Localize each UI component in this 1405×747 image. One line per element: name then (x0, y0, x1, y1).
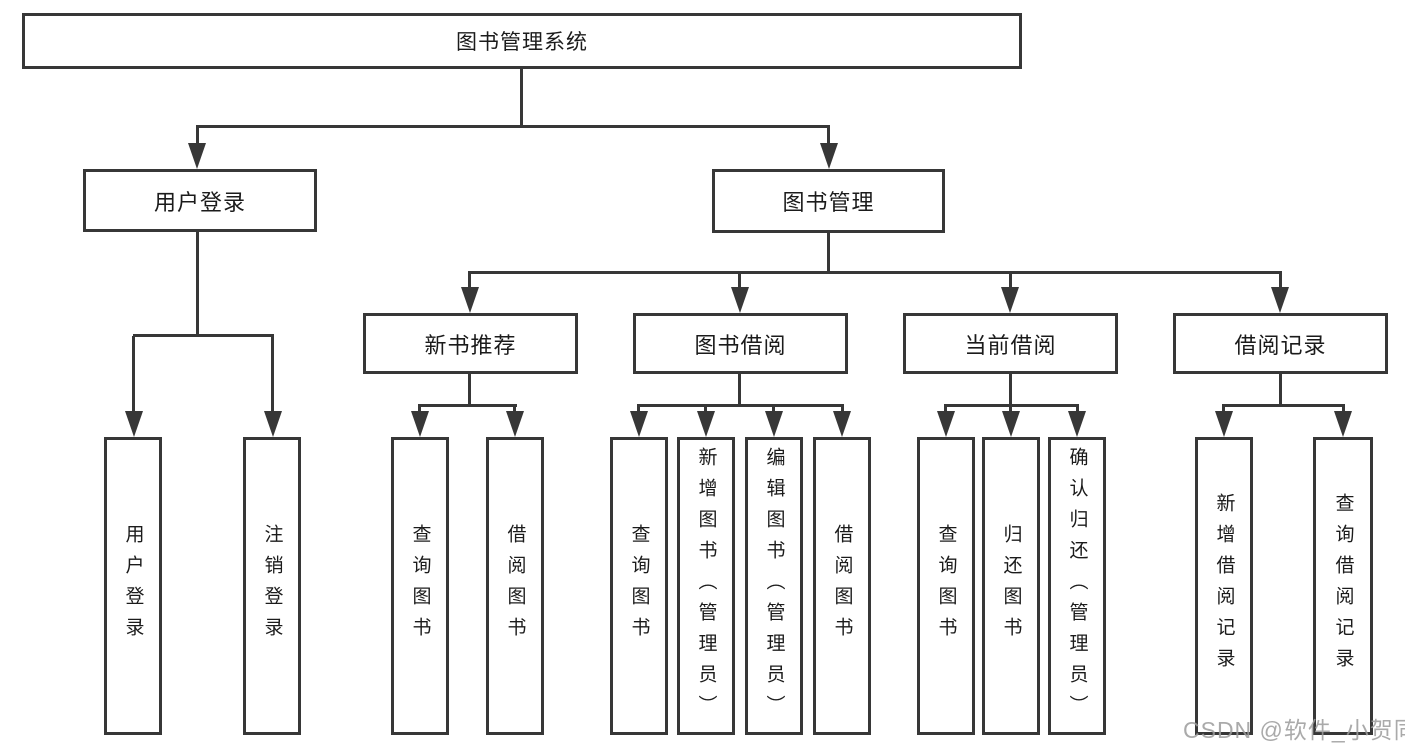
node-return-books: 归还图书 (982, 437, 1040, 735)
arrow-down-icon (1271, 287, 1289, 313)
node-query-books: 查询图书 (391, 437, 449, 735)
connector-line (196, 127, 199, 145)
node-library-management-system: 图书管理系统 (22, 13, 1022, 69)
connector-line (271, 336, 274, 413)
connector-line (827, 127, 830, 145)
connector-line (1279, 273, 1282, 289)
node-book-borrowing: 图书借阅 (633, 313, 848, 374)
connector-line (468, 374, 471, 406)
connector-line (944, 404, 1079, 407)
connector-line (196, 232, 199, 336)
node-label: 查询借阅记录 (1332, 493, 1354, 679)
arrow-down-icon (506, 411, 524, 437)
node-book-management: 图书管理 (712, 169, 945, 233)
connector-line (704, 406, 707, 413)
arrow-down-icon (1068, 411, 1086, 437)
node-label: 借阅图书 (831, 524, 853, 648)
node-label: 用户登录 (122, 524, 144, 648)
node-query-books: 查询图书 (917, 437, 975, 735)
node-add-books-admin: 新增图书（管理员） (677, 437, 735, 735)
node-user-login-leaf: 用户登录 (104, 437, 162, 735)
node-borrowing-records: 借阅记录 (1173, 313, 1388, 374)
arrow-down-icon (125, 411, 143, 437)
connector-line (418, 404, 517, 407)
connector-line (1009, 374, 1012, 406)
connector-line (772, 406, 775, 413)
connector-line (944, 406, 947, 413)
node-confirm-return-admin: 确认归还（管理员） (1048, 437, 1106, 735)
node-label: 新增图书（管理员） (695, 446, 717, 726)
node-label: 查询图书 (628, 524, 650, 648)
connector-line (520, 69, 523, 128)
connector-line (196, 125, 830, 128)
arrow-down-icon (411, 411, 429, 437)
node-current-borrowing: 当前借阅 (903, 313, 1118, 374)
node-label: 编辑图书（管理员） (763, 446, 785, 726)
node-label: 借阅图书 (504, 524, 526, 648)
node-label: 归还图书 (1000, 524, 1022, 648)
connector-line (1009, 273, 1012, 289)
node-label: 查询图书 (409, 524, 431, 648)
connector-line (468, 271, 1282, 274)
connector-line (1076, 406, 1079, 413)
node-logout: 注销登录 (243, 437, 301, 735)
csdn-watermark: CSDN @软件_小贺同学 (1183, 717, 1405, 743)
connector-line (513, 406, 516, 413)
connector-line (1342, 406, 1345, 413)
connector-line (738, 374, 741, 406)
connector-line (1009, 406, 1012, 413)
arrow-down-icon (1334, 411, 1352, 437)
connector-line (133, 334, 274, 337)
node-add-borrow-record: 新增借阅记录 (1195, 437, 1253, 735)
arrow-down-icon (731, 287, 749, 313)
arrow-down-icon (188, 143, 206, 169)
connector-line (1222, 404, 1345, 407)
arrow-down-icon (1215, 411, 1233, 437)
arrow-down-icon (697, 411, 715, 437)
node-label: 查询图书 (935, 524, 957, 648)
node-borrow-books: 借阅图书 (486, 437, 544, 735)
arrow-down-icon (833, 411, 851, 437)
connector-line (841, 406, 844, 413)
node-query-books: 查询图书 (610, 437, 668, 735)
arrow-down-icon (937, 411, 955, 437)
connector-line (738, 273, 741, 289)
arrow-down-icon (1002, 411, 1020, 437)
node-user-login: 用户登录 (83, 169, 317, 232)
arrow-down-icon (630, 411, 648, 437)
connector-line (1279, 374, 1282, 406)
arrow-down-icon (820, 143, 838, 169)
node-new-book-recommendation: 新书推荐 (363, 313, 578, 374)
arrow-down-icon (264, 411, 282, 437)
node-query-borrow-record: 查询借阅记录 (1313, 437, 1373, 735)
node-label: 新增借阅记录 (1213, 493, 1235, 679)
connector-line (418, 406, 421, 413)
connector-line (637, 406, 640, 413)
connector-line (1222, 406, 1225, 413)
arrow-down-icon (1001, 287, 1019, 313)
node-label: 确认归还（管理员） (1066, 446, 1088, 726)
node-borrow-books: 借阅图书 (813, 437, 871, 735)
connector-line (827, 233, 830, 274)
arrow-down-icon (461, 287, 479, 313)
node-label: 注销登录 (261, 524, 283, 648)
connector-line (132, 336, 135, 413)
node-edit-books-admin: 编辑图书（管理员） (745, 437, 803, 735)
connector-line (637, 404, 844, 407)
arrow-down-icon (765, 411, 783, 437)
connector-line (468, 273, 471, 289)
